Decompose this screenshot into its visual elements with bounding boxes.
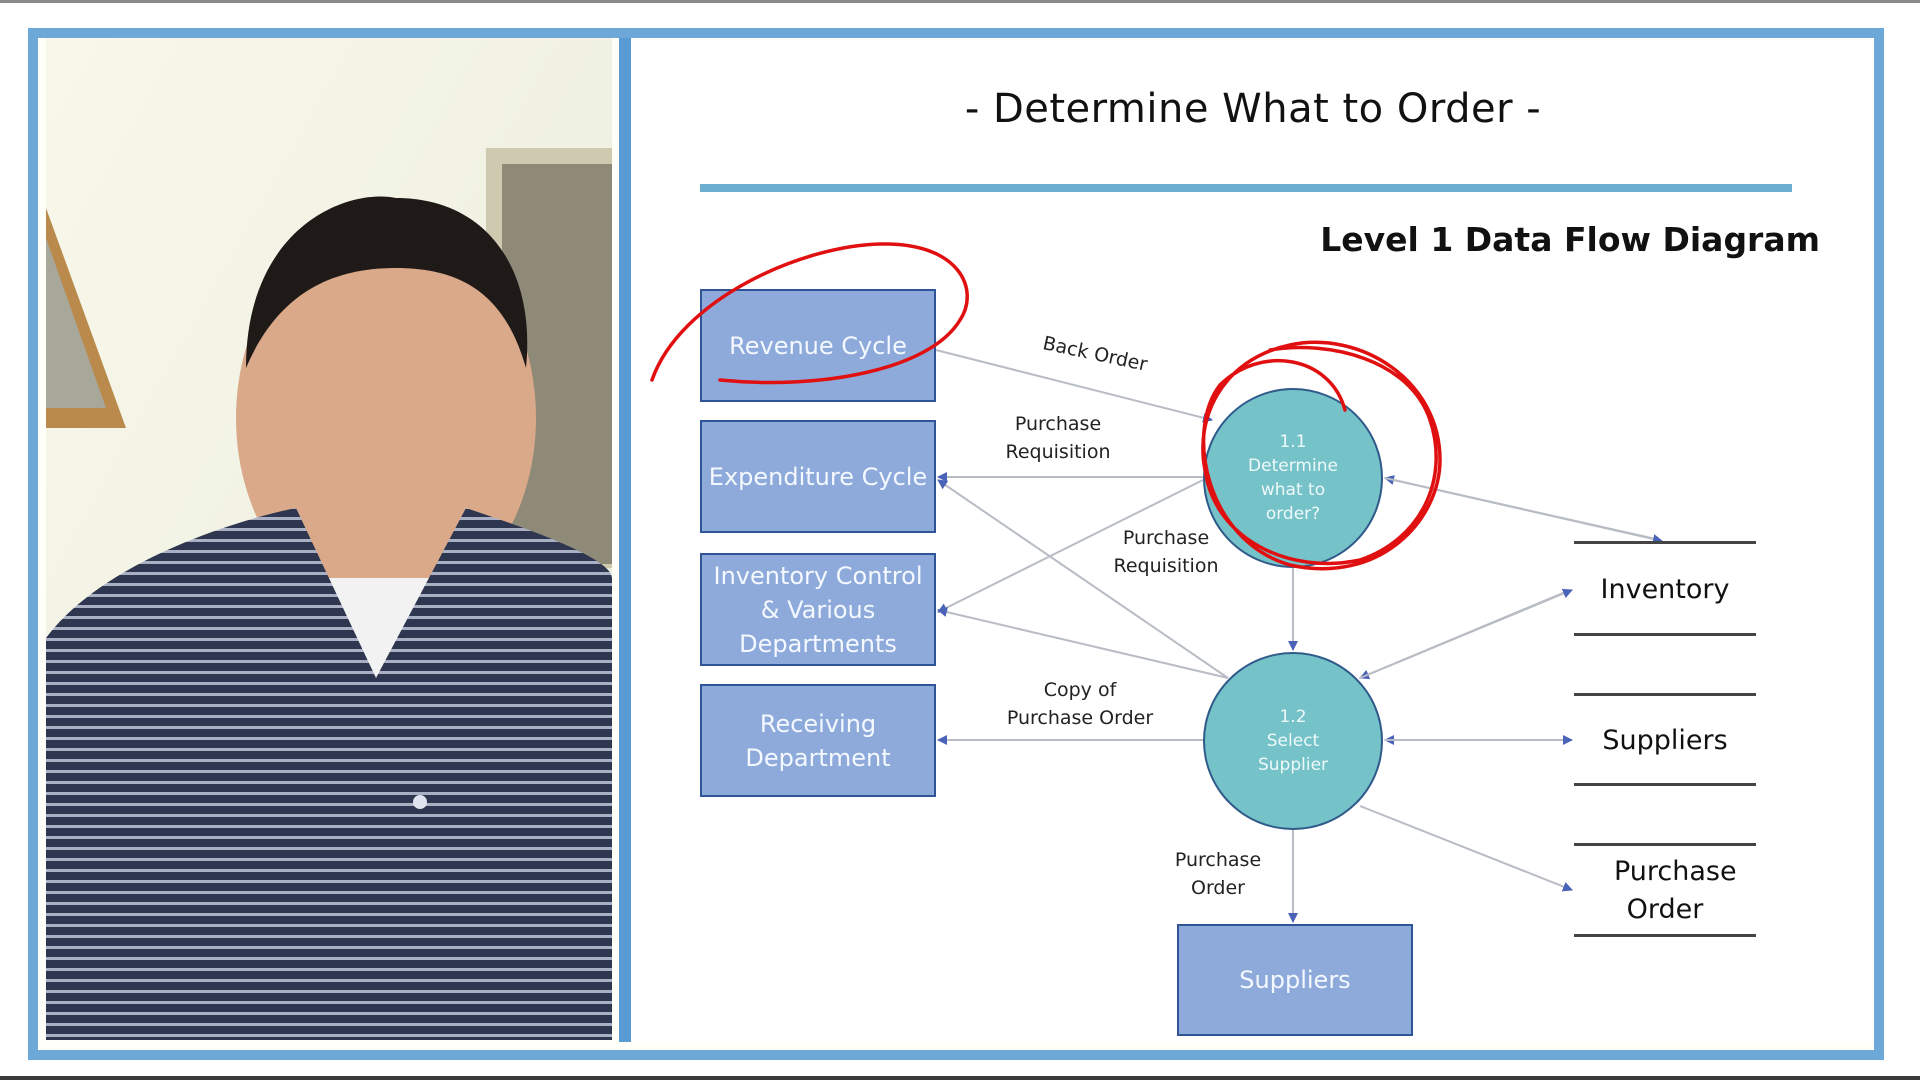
flow-label-purchase-order: Purchase Order [1174,849,1262,899]
annotation-circle-revenue [650,242,969,385]
top-edge [0,0,1920,3]
store-inventory-bottom-line [1574,633,1756,636]
process-label: Select Supplier [1257,731,1329,775]
process-label: Determine what to order? [1248,456,1338,524]
store-suppliers-top-line [1574,693,1756,696]
process-number: 1.1 [1279,432,1307,452]
entity-suppliers: Suppliers [1177,924,1413,1036]
store-purchase-order-top-line [1574,843,1756,846]
entity-label: Inventory Control & Various Departments [713,561,923,658]
flow-label-purchase-requisition-2: Purchase Requisition [1113,527,1219,577]
bottom-edge [0,1076,1920,1080]
diagram-subtitle: Level 1 Data Flow Diagram [1320,220,1820,259]
title-underline [700,184,1792,192]
entity-label: Revenue Cycle [729,331,907,360]
flow-label-copy-of-po: Copy of Purchase Order [1006,679,1154,729]
entity-receiving-department: Receiving Department [700,684,936,797]
process-1-1: 1.1 Determine what to order? [1203,388,1383,568]
entity-label: Expenditure Cycle [708,462,928,491]
entity-inventory-control: Inventory Control & Various Departments [700,553,936,666]
store-inventory-label: Inventory [1600,574,1730,605]
entity-label: Suppliers [1239,966,1351,994]
process-number: 1.2 [1279,707,1307,727]
process-1-2: 1.2 Select Supplier [1203,652,1383,830]
panel-divider [619,38,631,1042]
store-inventory-top-line [1574,541,1756,544]
slide-title: - Determine What to Order - [964,86,1542,132]
store-purchase-order-bottom-line [1574,934,1756,937]
entity-label: Receiving Department [745,709,891,772]
annotation-circle-process [1201,340,1442,571]
webcam-feed [46,38,612,1040]
store-purchase-order-label: Purchase Order [1614,856,1737,925]
entity-expenditure-cycle: Expenditure Cycle [700,420,936,533]
store-suppliers-bottom-line [1574,783,1756,786]
store-suppliers-label: Suppliers [1602,725,1728,756]
presenter-illustration [46,38,612,1040]
flow-label-purchase-requisition: Purchase Requisition [1005,413,1111,463]
